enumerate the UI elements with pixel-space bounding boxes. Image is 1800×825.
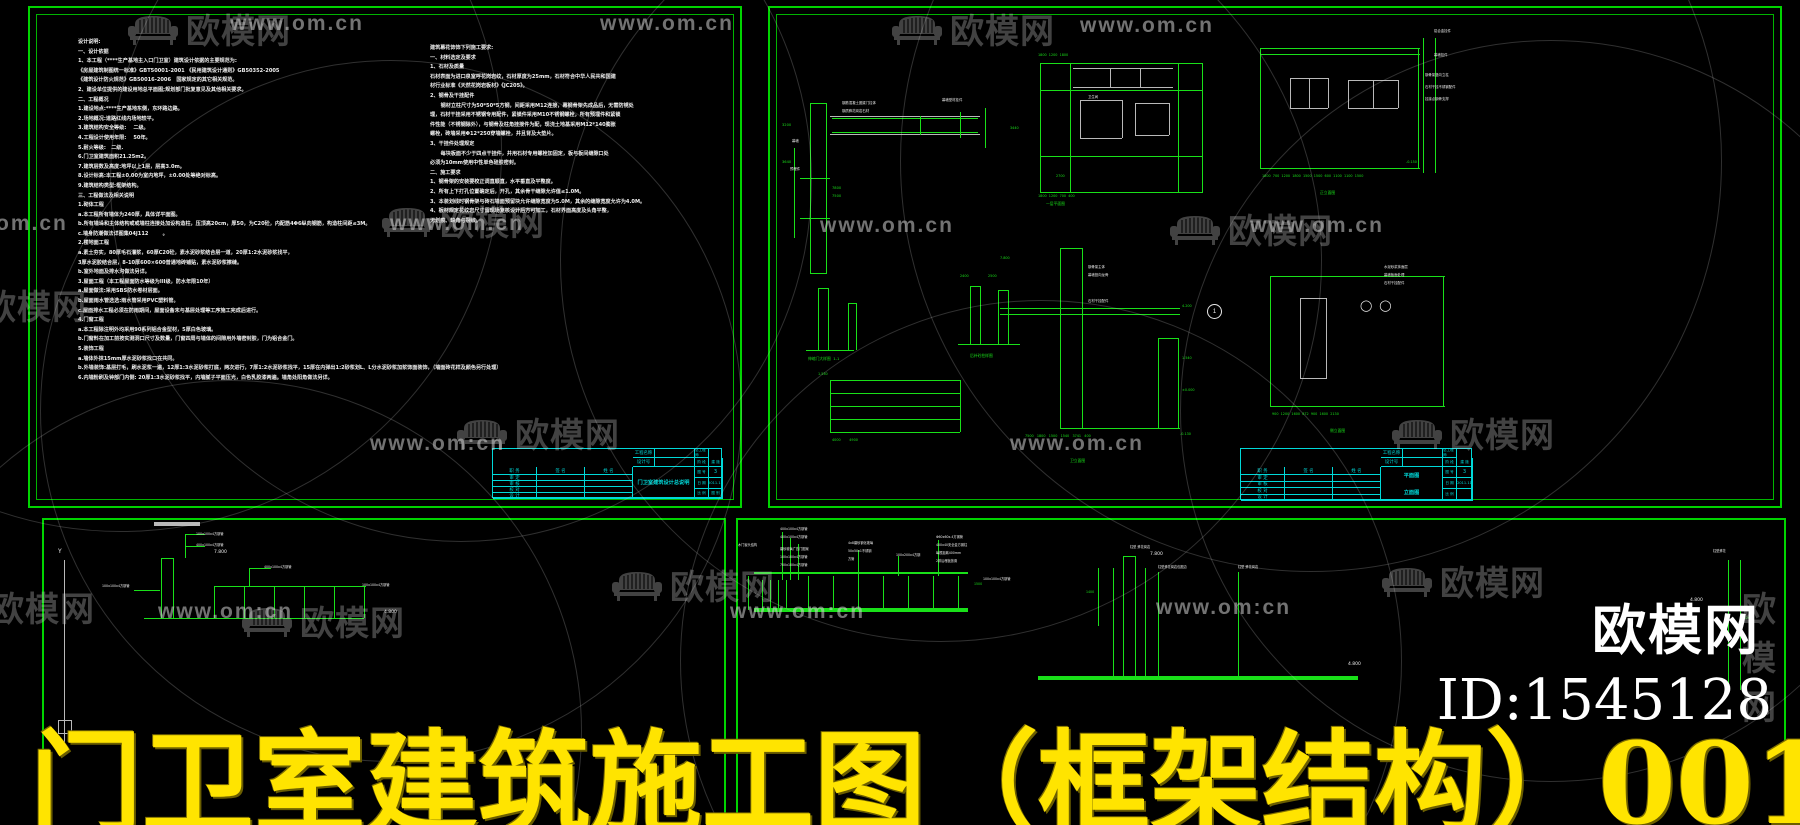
tb2-role-2: 审 核 — [1241, 481, 1285, 488]
tb2-sign-2[interactable] — [1285, 481, 1333, 488]
tb2-approve-label: 总工程师 — [1443, 449, 1457, 458]
tb-role-1: 审 定 — [493, 475, 537, 481]
tb2-stage-label: 阶 段 — [1443, 458, 1457, 467]
design-notes-right-column: 建筑幕花饰饰下列施工要求: 一、材料选定及要求 1、石材及质量 石材表面为进口泉… — [430, 45, 646, 224]
tb2-name-1[interactable] — [1333, 475, 1381, 482]
cad-geometry-gate-left: 7.800 4.800 100x100x4方钢管 400x100x4方钢管 40… — [44, 520, 724, 820]
tb2-scale-label: 比 例 — [1443, 489, 1457, 501]
tb-role-2: 审 核 — [493, 481, 537, 487]
tb2-drawing-title-2: 立面图 — [1381, 484, 1443, 501]
tb-name-3[interactable] — [585, 487, 633, 493]
brand-overlay: 欧模网 — [1592, 599, 1760, 662]
tb2-sheetno-label: 图 号 — [1443, 467, 1457, 478]
design-notes-left-column: 设计说明: 一、设计依据 1、本工程（****生产基地主入口门卫室）建筑设计依据… — [78, 39, 502, 381]
tb-name-2[interactable] — [585, 481, 633, 487]
tb-drawing-title: 门卫室建筑设计总说明 — [633, 467, 695, 499]
tb-name-header: 姓 名 — [585, 467, 633, 475]
tb2-name-header: 姓 名 — [1333, 467, 1381, 475]
tb-sign-1[interactable] — [537, 475, 585, 481]
tb2-role-header: 职 务 — [1241, 467, 1285, 475]
tb-role-3: 校 对 — [493, 487, 537, 493]
cad-geometry-gate-right: 400x100x4方钢管 400x100x4方钢管 木门窗头结构 磨砂玻璃广告门… — [738, 520, 1784, 820]
detail-callout-1: 1 — [1207, 304, 1222, 319]
tb-date-label: 日 期 — [695, 478, 709, 489]
tb2-sign-3[interactable] — [1285, 488, 1333, 495]
id-overlay: ID:1545128 — [1436, 668, 1772, 733]
tb2-scale-value — [1457, 489, 1473, 501]
tb2-role-4: 设 计 — [1241, 494, 1285, 501]
tb2-name-4[interactable] — [1333, 494, 1381, 501]
tb2-design-value[interactable] — [1403, 458, 1443, 467]
cad-geometry-plan: 3200 3640 7800 7500 钢筋混凝土圈梁门柱体 钢质蜂花岗岩石材 … — [782, 29, 1456, 463]
tb-role-header: 职 务 — [493, 467, 537, 475]
sheet-plan-elevation[interactable]: 3200 3640 7800 7500 钢筋混凝土圈梁门柱体 钢质蜂花岗岩石材 … — [768, 6, 1782, 508]
tb-sheetno-value: 3 — [709, 467, 723, 478]
axis-marker — [58, 720, 72, 734]
tb-name-4[interactable] — [585, 493, 633, 499]
tb-sheetno-label: 图 号 — [695, 467, 709, 478]
tb2-sign-1[interactable] — [1285, 475, 1333, 482]
tb-sign-4[interactable] — [537, 493, 585, 499]
tb-project-label: 工程名称 — [633, 449, 655, 458]
caption-overlay: 门卫室建筑施工图（框架结构）001 — [30, 719, 1800, 825]
tb-design-value[interactable] — [655, 458, 695, 467]
tb2-role-1: 审 定 — [1241, 475, 1285, 482]
tb2-name-3[interactable] — [1333, 488, 1381, 495]
tb-design-label: 设计号 — [633, 458, 655, 467]
tb-stage-value: 建 施 — [709, 458, 723, 467]
tb-sign-header: 签 名 — [537, 467, 585, 475]
tb-sign-2[interactable] — [537, 481, 585, 487]
tb-scale-value: 图 别 — [709, 489, 723, 499]
tb2-project-value[interactable] — [1403, 449, 1443, 458]
tb-scale-label: 比 例 — [695, 489, 709, 499]
sheet-gate-detail-right[interactable]: 400x100x4方钢管 400x100x4方钢管 木门窗头结构 磨砂玻璃广告门… — [736, 518, 1786, 820]
sheet-gate-detail-left[interactable]: 7.800 4.800 100x100x4方钢管 400x100x4方钢管 40… — [42, 518, 726, 820]
title-block-plan[interactable]: 职 务 签 名 姓 名 审 定 审 核 校 对 设 计 工程名称 设计号 平面图… — [1240, 448, 1473, 501]
tb2-project-label: 工程名称 — [1381, 449, 1403, 458]
tb2-date-label: 日 期 — [1443, 478, 1457, 489]
tb-name-1[interactable] — [585, 475, 633, 481]
tb2-sheetno-value: 3 — [1457, 467, 1473, 478]
tb2-name-2[interactable] — [1333, 481, 1381, 488]
tb2-sign-header: 签 名 — [1285, 467, 1333, 475]
tb2-date-value: 2011.11 — [1457, 478, 1473, 489]
tb2-stage-value: 建 施 — [1457, 458, 1473, 467]
tb-project-value[interactable] — [655, 449, 695, 458]
tb2-design-label: 设计号 — [1381, 458, 1403, 467]
tb2-drawing-title-1: 平面图 — [1381, 467, 1443, 484]
sheet-design-notes[interactable]: 设计说明: 一、设计依据 1、本工程（****生产基地主入口门卫室）建筑设计依据… — [28, 6, 742, 508]
tb-approve-label: 总工程师 — [695, 449, 709, 458]
tb-date-value: 2011.11 — [709, 478, 723, 489]
tb2-role-3: 校 对 — [1241, 488, 1285, 495]
tb-stage-label: 阶 段 — [695, 458, 709, 467]
sheet-border-inner — [36, 14, 734, 500]
title-block-notes[interactable]: 职 务 签 名 姓 名 审 定 审 核 校 对 设 计 工程名称 设计号 门卫室… — [492, 448, 723, 499]
tb-sign-3[interactable] — [537, 487, 585, 493]
tb2-sign-4[interactable] — [1285, 494, 1333, 501]
tb-role-4: 设 计 — [493, 493, 537, 499]
